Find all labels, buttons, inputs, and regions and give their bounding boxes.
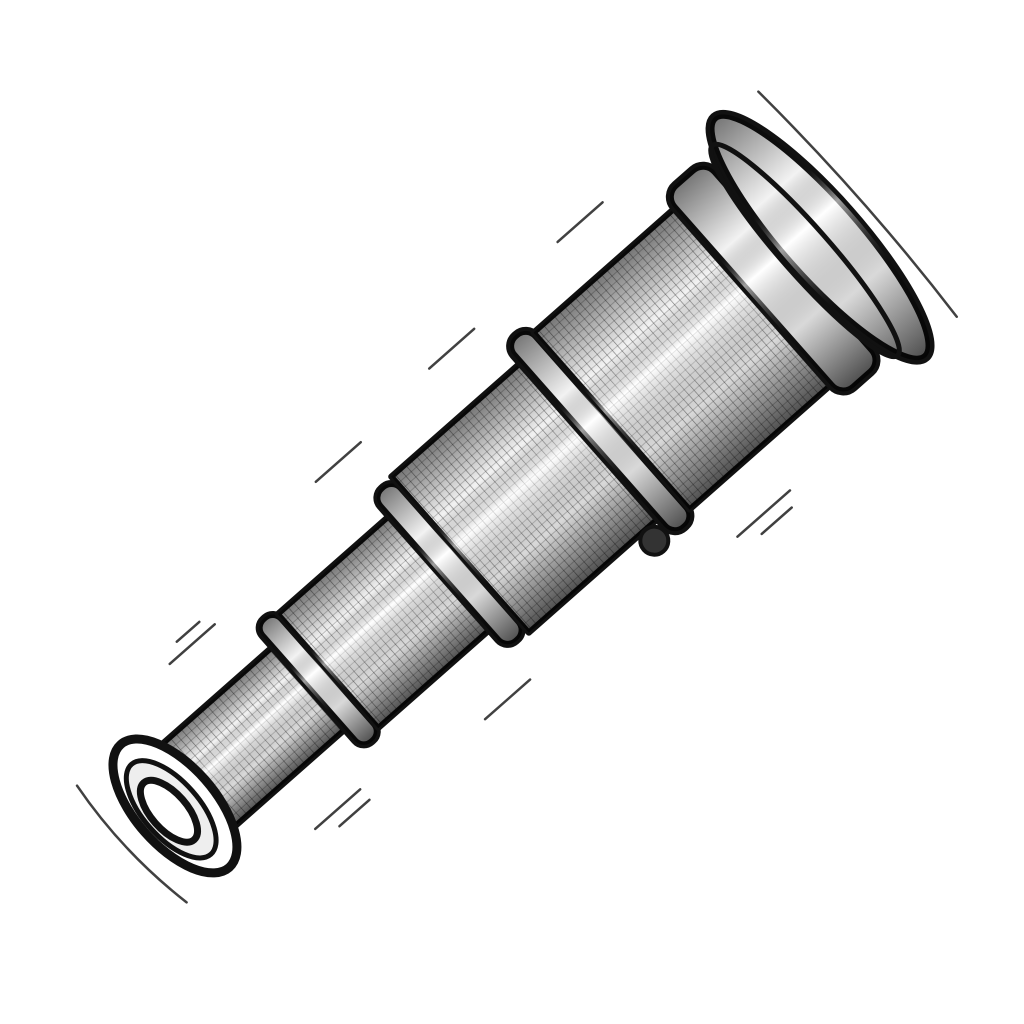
focus-knob [638, 524, 671, 557]
tube-ring [373, 480, 526, 648]
spyglass [75, 90, 958, 904]
objective-lens-cap [705, 109, 935, 365]
eyepiece-cap [108, 734, 242, 878]
motion-lines [75, 90, 958, 904]
tube-ring [255, 610, 381, 749]
